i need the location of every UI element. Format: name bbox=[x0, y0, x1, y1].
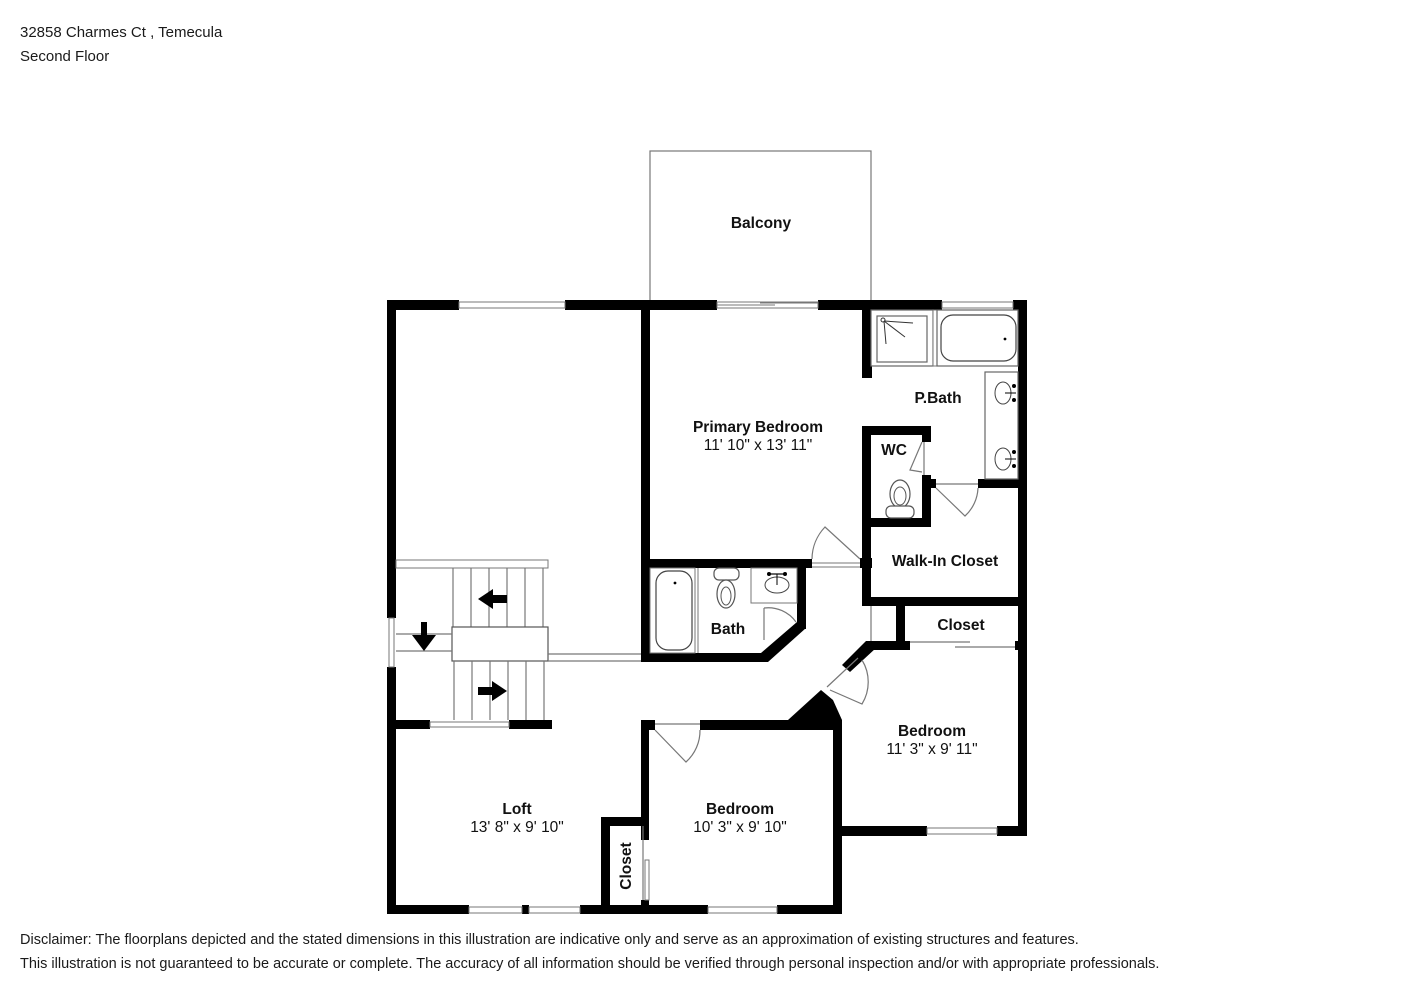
disclaimer: Disclaimer: The floorplans depicted and … bbox=[20, 928, 1159, 976]
closet-bottom-label: Closet bbox=[618, 842, 635, 889]
pbath-label: P.Bath bbox=[914, 390, 961, 407]
pbath-vanity bbox=[984, 371, 1019, 480]
primary-bedroom-dimensions: 11' 10" x 13' 11" bbox=[704, 437, 813, 454]
bedroom-bottom-dimensions: 10' 3" x 9' 10" bbox=[693, 819, 787, 836]
loft-dimensions: 13' 8" x 9' 10" bbox=[470, 819, 564, 836]
bedroom-right-dimensions: 11' 3" x 9' 11" bbox=[886, 741, 977, 758]
staircase bbox=[395, 559, 641, 720]
bath-sink bbox=[750, 567, 798, 604]
disclaimer-line-1: Disclaimer: The floorplans depicted and … bbox=[20, 932, 1079, 948]
doors bbox=[642, 441, 1015, 901]
down-arrow-icon bbox=[412, 622, 436, 651]
pbath-shower bbox=[870, 309, 934, 367]
interior-walls bbox=[387, 300, 1027, 914]
wc-label: WC bbox=[881, 442, 907, 459]
bedroom-right-label: Bedroom bbox=[898, 723, 966, 740]
bath-tub bbox=[649, 567, 696, 654]
bath-toilet bbox=[697, 567, 740, 653]
address-label: 32858 Charmes Ct , Temecula bbox=[20, 24, 223, 41]
floor-label: Second Floor bbox=[20, 48, 110, 65]
pbath-bathtub bbox=[932, 309, 1019, 367]
interior-opening bbox=[429, 721, 510, 728]
right-arrow-icon bbox=[478, 681, 507, 701]
bedroom-bottom-label: Bedroom bbox=[706, 801, 774, 818]
balcony-label: Balcony bbox=[731, 215, 792, 232]
floorplan-header: 32858 Charmes Ct , Temecula Second Floor bbox=[20, 21, 222, 69]
bath-label: Bath bbox=[711, 621, 745, 638]
primary-bedroom-label: Primary Bedroom bbox=[693, 419, 823, 436]
balcony bbox=[649, 150, 872, 304]
wc-toilet bbox=[885, 479, 915, 519]
disclaimer-line-2: This illustration is not guaranteed to b… bbox=[20, 956, 1160, 972]
walk-in-closet-label: Walk-In Closet bbox=[892, 553, 998, 570]
loft-label: Loft bbox=[502, 801, 531, 818]
closet-right-label: Closet bbox=[937, 617, 984, 634]
left-arrow-icon bbox=[478, 589, 507, 609]
windows bbox=[388, 301, 1014, 914]
